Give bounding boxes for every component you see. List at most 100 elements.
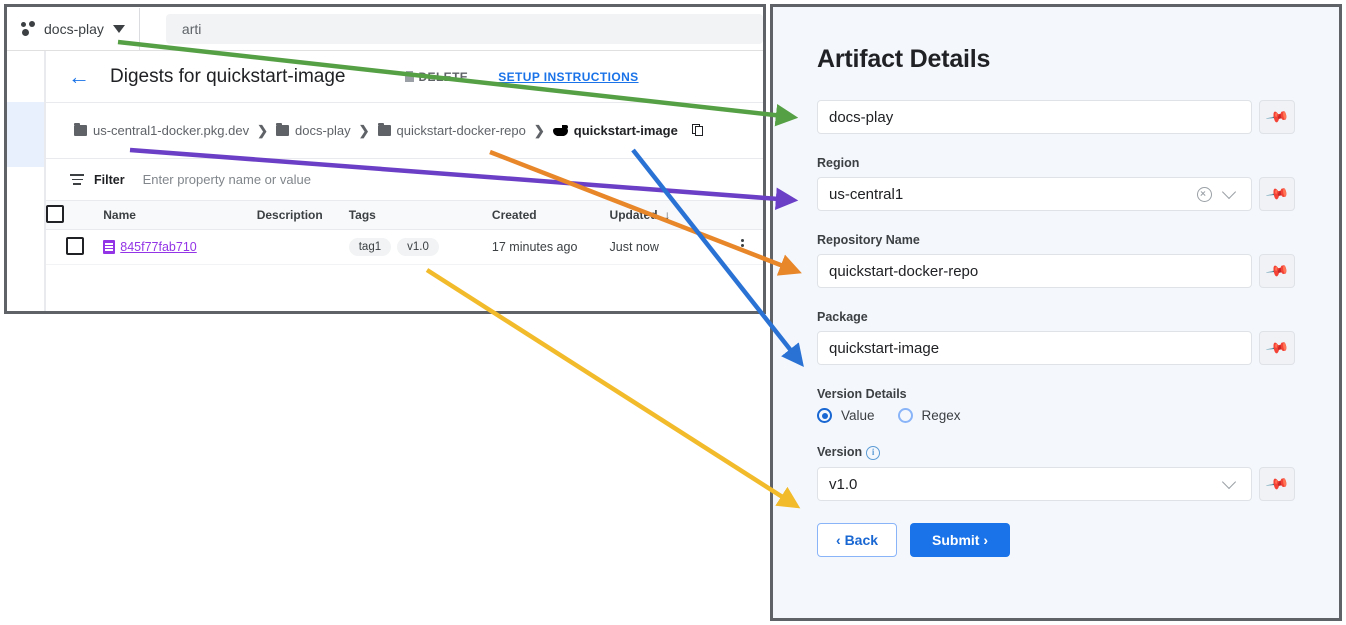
filter-input[interactable]: Enter property name or value <box>142 172 311 187</box>
breadcrumb-separator: ❯ <box>257 122 268 138</box>
digests-table-wrapper: Name Description Tags Created Updated ↓ <box>46 201 763 265</box>
breadcrumb-separator: ❯ <box>358 122 370 138</box>
project-selector[interactable]: docs-play <box>7 7 140 50</box>
region-field-value: us-central1 <box>829 185 904 203</box>
column-header-tags[interactable]: Tags <box>348 201 492 230</box>
radio-regex-label: Regex <box>921 408 961 423</box>
pin-icon: 📌 <box>1264 471 1290 497</box>
select-all-header <box>46 201 104 230</box>
column-header-description[interactable]: Description <box>256 201 349 230</box>
folder-icon <box>377 123 391 136</box>
project-field[interactable]: docs-play <box>817 100 1252 134</box>
repository-name-field-value: quickstart-docker-repo <box>829 262 979 280</box>
region-field[interactable]: us-central1 <box>817 177 1252 211</box>
breadcrumb-label: us-central1-docker.pkg.dev <box>93 123 250 138</box>
pin-button-package[interactable]: 📌 <box>1259 331 1295 365</box>
back-button-label: Back <box>844 532 879 548</box>
select-all-checkbox[interactable] <box>46 204 64 223</box>
info-icon[interactable]: i <box>866 446 881 460</box>
field-group-region: Region us-central1 📌 <box>817 156 1295 211</box>
package-label: Package <box>817 310 868 324</box>
chevron-right-icon: › <box>983 532 989 548</box>
back-button[interactable]: ‹ Back <box>817 523 898 557</box>
column-header-menu <box>722 201 763 230</box>
version-label-text: Version <box>817 445 863 459</box>
caret-down-icon[interactable] <box>112 24 125 33</box>
docker-whale-icon <box>552 125 568 136</box>
left-nav-rail <box>7 51 45 311</box>
folder-icon <box>276 123 289 136</box>
pin-icon: 📌 <box>1264 104 1290 130</box>
breadcrumb-label: quickstart-image <box>573 123 678 138</box>
back-arrow-icon[interactable]: ← <box>68 63 90 89</box>
pin-icon: 📌 <box>1264 181 1290 207</box>
filter-icon <box>70 174 84 185</box>
submit-button[interactable]: Submit › <box>910 523 1011 557</box>
artifact-details-panel: Artifact Details docs-play 📌 Region us-c… <box>770 4 1342 621</box>
column-header-updated[interactable]: Updated ↓ <box>609 201 723 230</box>
cell-created: 17 minutes ago <box>491 229 610 265</box>
content-column: us-central1-docker.pkg.dev ❯ docs-play ❯… <box>45 103 763 311</box>
copy-icon[interactable] <box>691 124 704 137</box>
pin-button-version[interactable]: 📌 <box>1259 467 1295 501</box>
pin-button-repository-name[interactable]: 📌 <box>1259 254 1295 288</box>
folder-icon <box>74 123 87 136</box>
pin-icon: 📌 <box>1264 335 1290 361</box>
nav-rail-active-indicator <box>7 102 44 167</box>
kebab-menu-icon[interactable] <box>740 237 745 255</box>
delete-label: DELETE <box>418 69 469 84</box>
project-field-value: docs-play <box>829 108 894 126</box>
field-group-package: Package quickstart-image 📌 <box>817 310 1295 365</box>
cell-description <box>256 229 349 265</box>
pin-button-project[interactable]: 📌 <box>1259 100 1295 134</box>
page-header: ← Digests for quickstart-image DELETE SE… <box>45 51 763 103</box>
pin-button-region[interactable]: 📌 <box>1259 177 1295 211</box>
repository-name-label: Repository Name <box>817 233 920 247</box>
radio-regex[interactable] <box>897 408 913 423</box>
cell-row-menu <box>722 229 763 265</box>
radio-value-label: Value <box>841 408 875 423</box>
field-group-project: docs-play 📌 <box>817 100 1295 134</box>
gcp-top-bar: docs-play arti <box>7 7 763 51</box>
region-label: Region <box>817 156 860 170</box>
panel-button-row: ‹ Back Submit › <box>817 523 1295 557</box>
breadcrumb-label: quickstart-docker-repo <box>396 123 526 138</box>
breadcrumb-item-registry[interactable]: us-central1-docker.pkg.dev <box>74 123 249 138</box>
page-title: Digests for quickstart-image <box>110 65 346 87</box>
filter-bar: Filter Enter property name or value <box>46 159 763 201</box>
chevron-left-icon: ‹ <box>836 532 841 548</box>
package-field[interactable]: quickstart-image <box>817 331 1252 365</box>
breadcrumb-item-image[interactable]: quickstart-image <box>552 123 678 138</box>
submit-button-label: Submit <box>932 532 980 548</box>
chevron-down-icon[interactable] <box>1221 474 1237 490</box>
chevron-down-icon[interactable] <box>1221 184 1237 200</box>
package-field-value: quickstart-image <box>829 339 940 357</box>
project-name-label: docs-play <box>44 20 104 37</box>
row-checkbox[interactable] <box>65 236 84 255</box>
breadcrumb-item-project[interactable]: docs-play <box>276 123 351 138</box>
version-field[interactable]: v1.0 <box>817 467 1252 501</box>
repository-name-field[interactable]: quickstart-docker-repo <box>817 254 1252 288</box>
setup-instructions-link[interactable]: SETUP INSTRUCTIONS <box>498 69 639 84</box>
clear-circle-icon[interactable] <box>1197 186 1212 202</box>
version-field-value: v1.0 <box>829 475 858 493</box>
breadcrumb-item-repo[interactable]: quickstart-docker-repo <box>377 123 526 138</box>
column-header-name[interactable]: Name <box>103 201 257 230</box>
search-input[interactable]: arti <box>165 13 763 44</box>
sort-arrow-down-icon[interactable]: ↓ <box>660 208 671 222</box>
artifact-registry-window: docs-play arti ← Digests for quickstart-… <box>4 4 766 314</box>
radio-value[interactable] <box>817 408 832 423</box>
cell-updated: Just now <box>609 229 723 265</box>
project-dots-icon <box>21 20 37 37</box>
table-header-row: Name Description Tags Created Updated ↓ <box>46 201 763 230</box>
digest-link[interactable]: 845f77fab710 <box>120 240 197 254</box>
column-header-created[interactable]: Created <box>491 201 610 230</box>
digest-icon <box>103 240 116 254</box>
panel-title: Artifact Details <box>817 45 991 73</box>
version-details-label: Version Details <box>817 387 907 401</box>
filter-label: Filter <box>94 172 125 187</box>
delete-button[interactable]: DELETE <box>405 70 468 84</box>
